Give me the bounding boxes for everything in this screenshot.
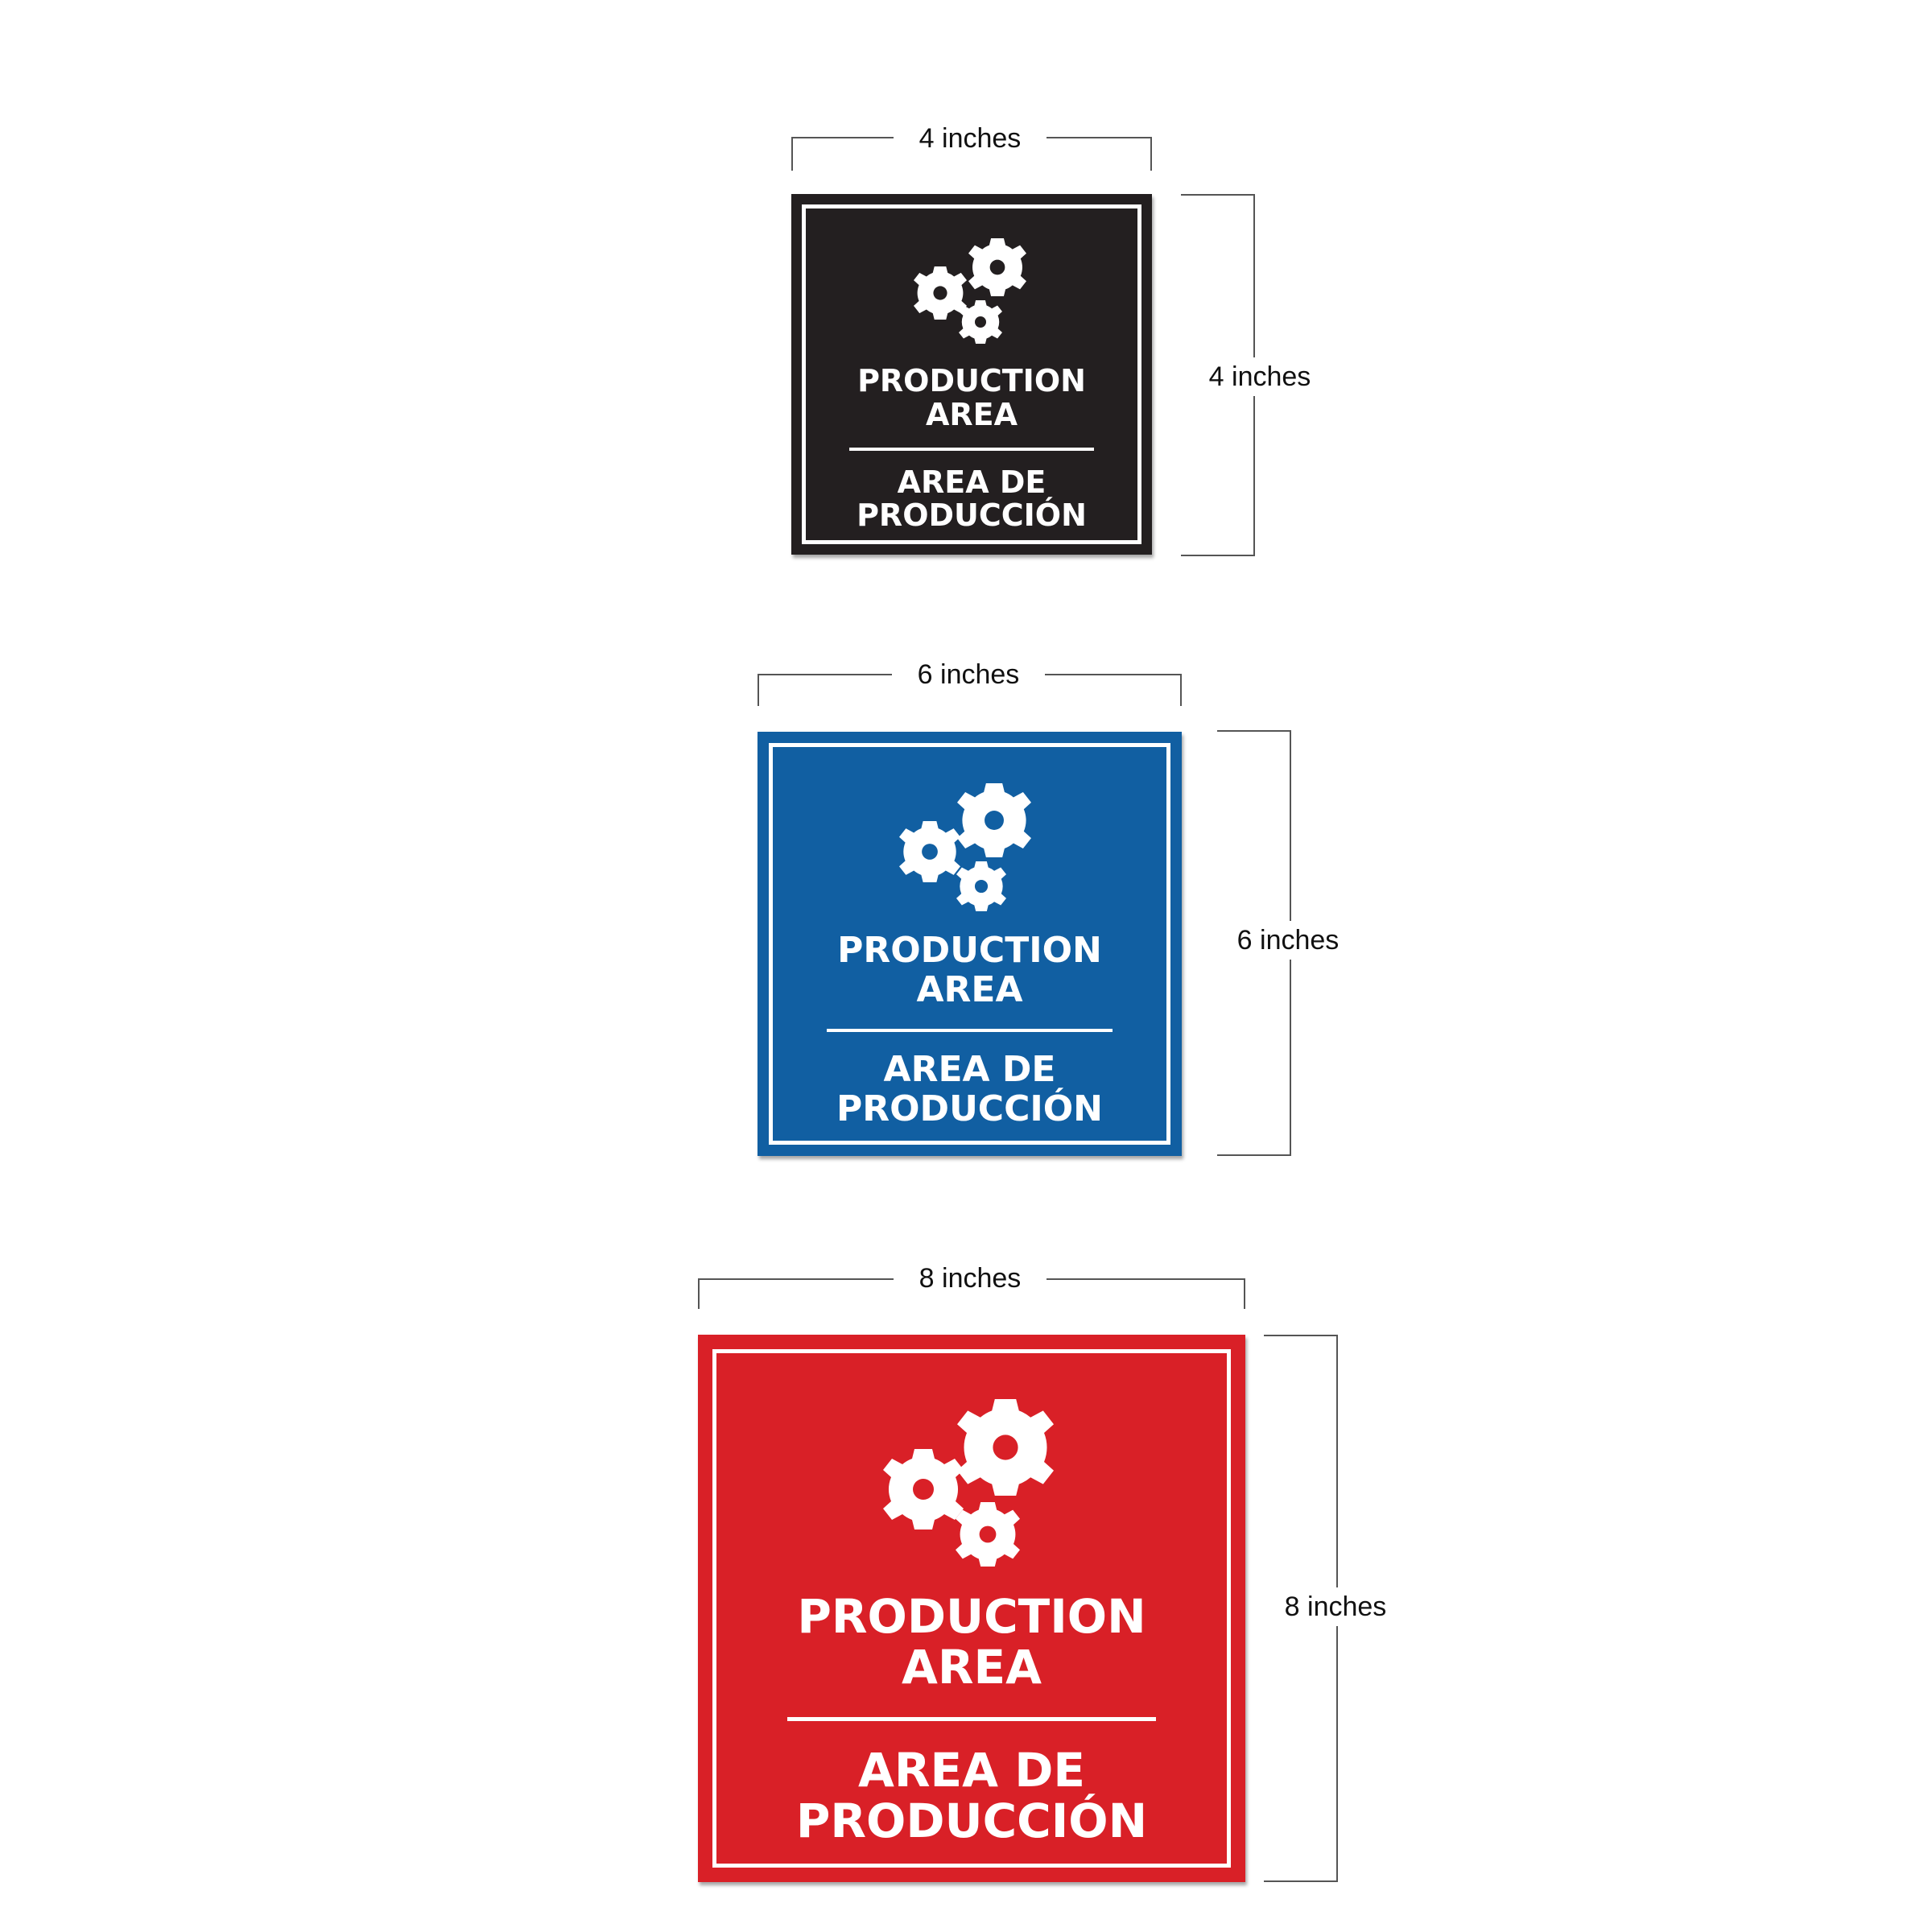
height-label: 8 inches xyxy=(1267,1587,1404,1626)
english-title-line1: PRODUCTION xyxy=(797,1589,1146,1644)
width-label: 6 inches xyxy=(892,657,1045,692)
spanish-title-line2: PRODUCCIÓN xyxy=(857,497,1087,533)
sign-6-inch: PRODUCTION AREA AREA DE PRODUCCIÓN xyxy=(758,732,1182,1156)
sign-border xyxy=(769,743,1170,1145)
english-title-line2: AREA xyxy=(916,969,1023,1010)
sign-8-inch: PRODUCTION AREA AREA DE PRODUCCIÓN xyxy=(698,1335,1245,1882)
sign-border xyxy=(712,1349,1231,1868)
english-title-line1: PRODUCTION xyxy=(837,930,1102,971)
sign-4-inch: PRODUCTION AREA AREA DE PRODUCCIÓN xyxy=(791,194,1152,555)
spanish-title-line2: PRODUCCIÓN xyxy=(795,1794,1148,1848)
english-title-line2: AREA xyxy=(925,397,1018,432)
height-label: 6 inches xyxy=(1220,921,1356,960)
gears-icon xyxy=(914,238,1026,344)
sign-border xyxy=(802,204,1141,544)
english-title-line2: AREA xyxy=(901,1640,1042,1695)
gears-icon xyxy=(883,1399,1054,1567)
spanish-title-line1: AREA DE xyxy=(883,1049,1056,1090)
divider-line xyxy=(849,448,1094,451)
height-label: 4 inches xyxy=(1191,357,1328,396)
spanish-title-line1: AREA DE xyxy=(857,1743,1085,1798)
width-label: 8 inches xyxy=(894,1261,1046,1296)
english-title-line1: PRODUCTION xyxy=(857,363,1086,398)
divider-line xyxy=(787,1717,1156,1721)
spanish-title-line2: PRODUCCIÓN xyxy=(836,1088,1103,1129)
divider-line xyxy=(827,1029,1113,1032)
spanish-title-line1: AREA DE xyxy=(897,464,1046,500)
gears-icon xyxy=(899,783,1031,911)
width-label: 4 inches xyxy=(894,121,1046,156)
